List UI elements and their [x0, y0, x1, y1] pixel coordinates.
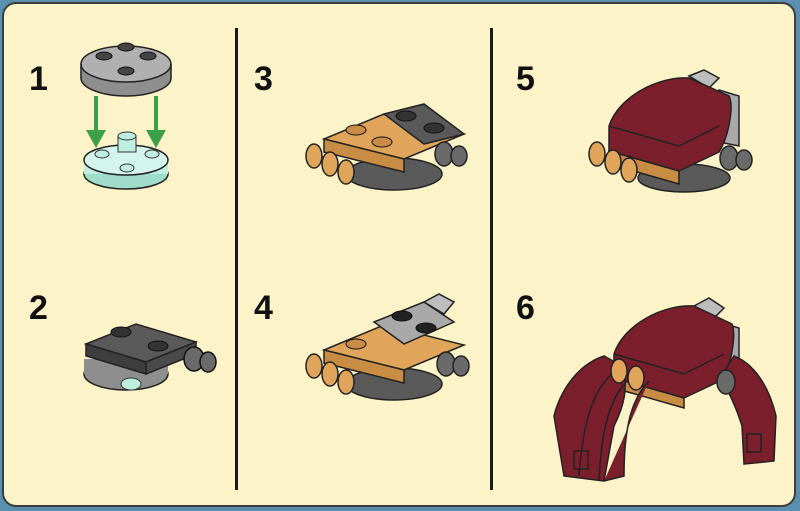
step-number-4: 4: [254, 291, 273, 325]
step-number-2: 2: [29, 291, 48, 325]
step-2-illustration: [76, 304, 226, 414]
step-number-3: 3: [254, 62, 273, 96]
step-3-illustration: [294, 94, 474, 204]
step-6-illustration: [544, 286, 784, 486]
step-1-illustration: [74, 26, 184, 196]
step-4-illustration: [294, 292, 474, 412]
column-divider-1: [235, 28, 238, 490]
step-number-5: 5: [516, 62, 535, 96]
column-divider-2: [490, 28, 493, 490]
step-5-illustration: [579, 66, 759, 201]
step-number-6: 6: [516, 291, 535, 325]
step-number-1: 1: [29, 62, 48, 96]
